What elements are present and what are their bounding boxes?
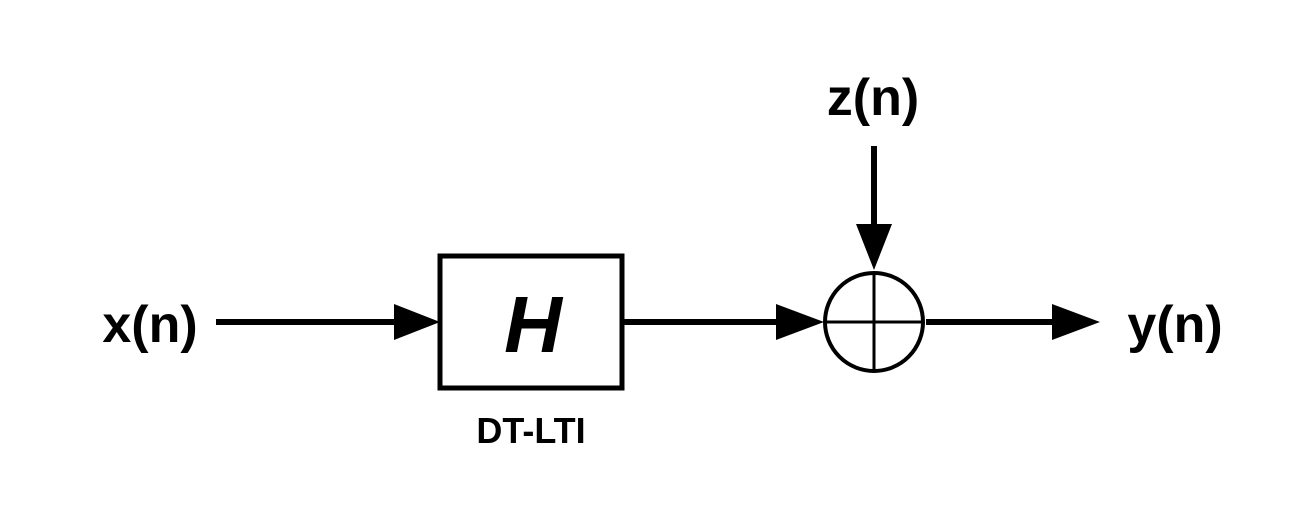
block-caption: DT-LTI — [476, 410, 585, 451]
system-output-arrow — [624, 304, 824, 340]
noise-arrow — [856, 146, 892, 270]
output-signal-label: y(n) — [1127, 296, 1222, 354]
plus-in-circle-icon — [823, 271, 925, 373]
noise-signal-label: z(n) — [827, 69, 919, 127]
output-arrow — [926, 304, 1100, 340]
system-symbol: H — [504, 280, 564, 369]
lti-system-block: H — [437, 253, 625, 391]
input-signal-label: x(n) — [102, 296, 197, 354]
input-arrow — [216, 304, 440, 340]
